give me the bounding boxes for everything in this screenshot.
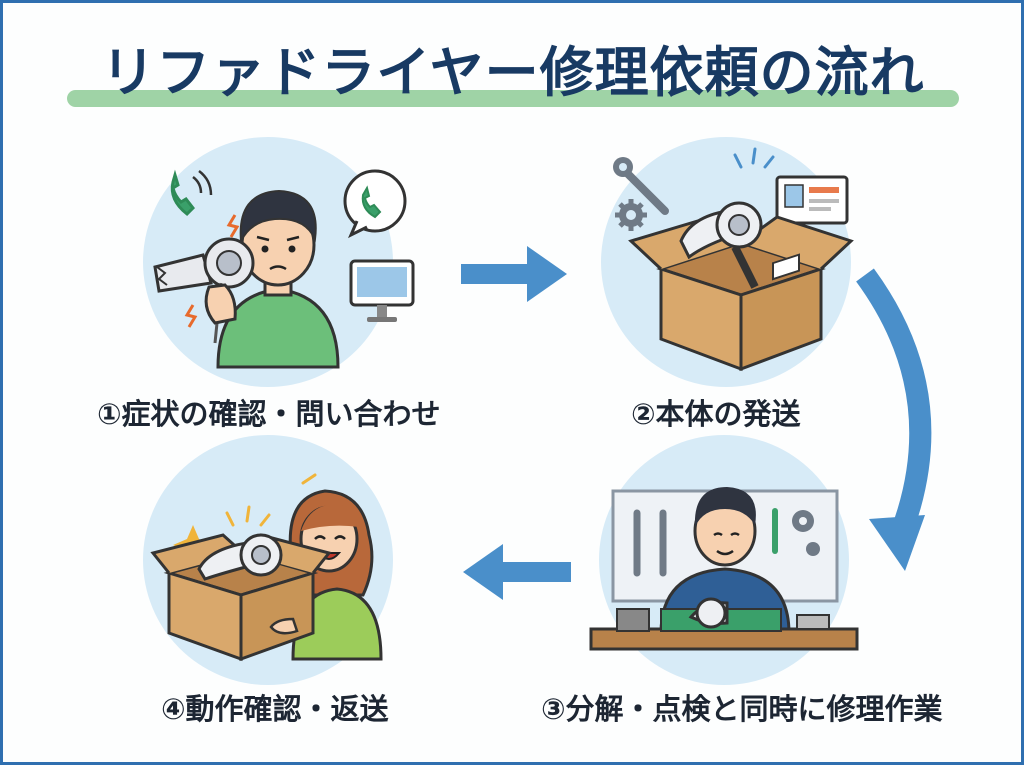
arrow-left <box>463 544 571 600</box>
sparkle-icon <box>733 147 775 169</box>
step-2-label: ②本体の発送 <box>631 397 801 431</box>
hair-dryer-icon <box>688 597 729 629</box>
gear-icon <box>615 199 647 231</box>
step-4-illustration <box>150 473 383 662</box>
sparkle-icon <box>225 505 271 527</box>
page-title: リファドライヤー修理依頼の流れ <box>101 41 925 104</box>
step-3-illustration <box>589 487 859 651</box>
hair-dryer-icon <box>679 201 763 289</box>
title-area: リファドライヤー修理依頼の流れ <box>63 41 963 111</box>
toolbox-icon <box>616 608 650 632</box>
phone-icon <box>170 169 195 216</box>
smiling-woman <box>252 489 383 661</box>
phone-wave-icon <box>192 170 213 196</box>
arrow-right <box>461 246 567 302</box>
speech-bubble-phone-icon <box>343 169 407 239</box>
step-1-illustration <box>153 169 415 369</box>
parts-tray-icon <box>796 614 830 630</box>
gear-icon <box>792 510 820 556</box>
arrow-curved-down <box>856 268 932 571</box>
spark-icon <box>184 304 198 328</box>
hair-dryer-icon <box>197 533 283 581</box>
title-highlight <box>67 90 959 107</box>
hand <box>269 617 299 635</box>
step-2-illustration <box>613 147 854 372</box>
wrench-icon <box>613 157 669 215</box>
shipping-box-icon <box>628 215 854 372</box>
step-4-label: ④動作確認・返送 <box>161 692 389 726</box>
monitor-icon <box>349 259 415 322</box>
id-card-icon <box>775 175 849 225</box>
spark-icon <box>226 214 240 238</box>
broken-dryer-icon <box>153 237 255 344</box>
step-1-label: ①症状の確認・問い合わせ <box>97 397 441 431</box>
step-3-label: ③分解・点検と同時に修理作業 <box>541 692 943 726</box>
